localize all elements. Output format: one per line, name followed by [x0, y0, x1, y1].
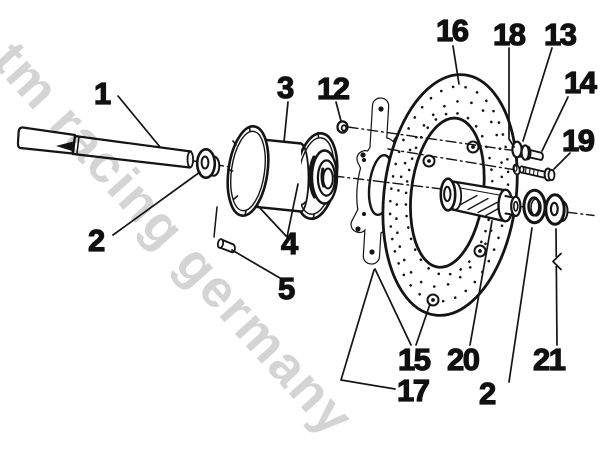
callout-12: 12 [316, 71, 350, 106]
bearing-right-drawing [522, 188, 547, 225]
callout-2-left: 2 [87, 223, 105, 258]
callout-19: 19 [561, 123, 595, 158]
seal-drawing [544, 193, 569, 226]
disc-mount-tabs [422, 140, 487, 307]
callout-16: 16 [435, 13, 469, 48]
bolt-axis-lower [387, 148, 523, 172]
nut-drawing [336, 120, 349, 134]
bolt-axis-upper [347, 126, 525, 153]
callout-18: 18 [492, 17, 526, 52]
callout-21: 21 [532, 342, 566, 377]
callout-3: 3 [276, 70, 294, 105]
callout-17: 17 [396, 373, 430, 408]
axle-drawing [16, 126, 194, 169]
callout-14: 14 [563, 65, 597, 100]
leader-lines [112, 45, 571, 390]
callout-15: 15 [397, 342, 431, 377]
hub-drawing [226, 125, 339, 221]
bolt-19-drawing [518, 165, 556, 182]
callout-4: 4 [280, 226, 298, 261]
spacer-drawing [439, 177, 522, 223]
callout-20: 20 [446, 342, 480, 377]
callout-13: 13 [543, 17, 577, 52]
axis-line-center [333, 175, 443, 190]
washer-left-drawing [195, 148, 221, 180]
bolt-13-drawing [520, 144, 544, 161]
callout-2-right: 2 [478, 376, 496, 411]
callout-5: 5 [277, 271, 295, 306]
pin-drawing [213, 206, 236, 254]
callout-1: 1 [93, 76, 111, 111]
